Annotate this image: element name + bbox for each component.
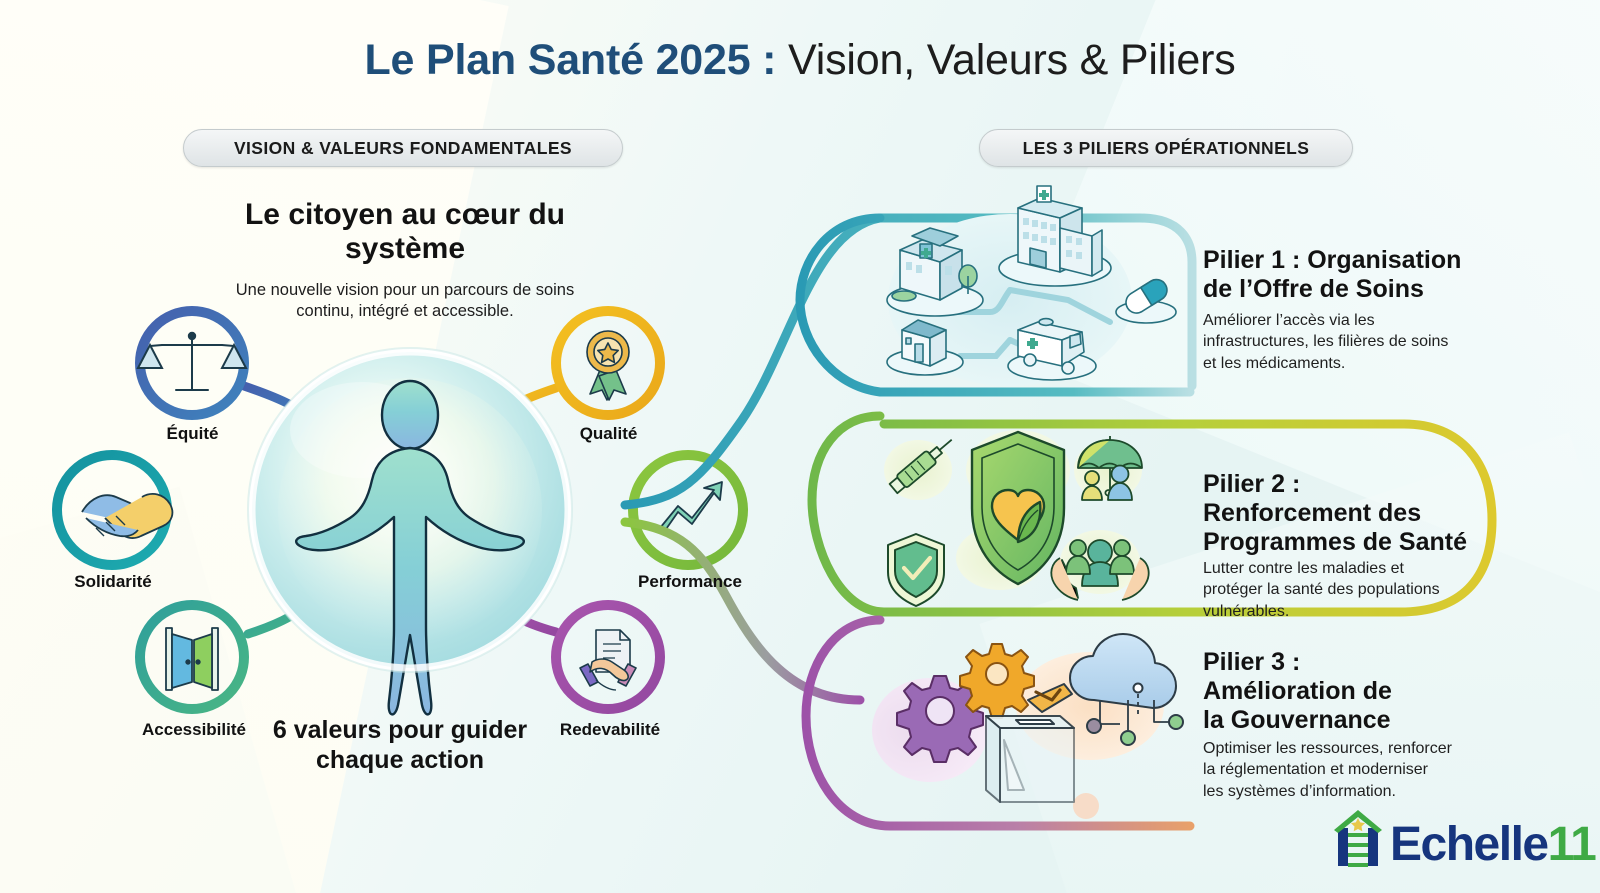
value-label-solidarite: Solidarité [74,572,152,591]
open-doors-icon [165,627,219,691]
scales-balance-icon [136,331,248,391]
section-chip-vision: VISION & VALEURS FONDAMENTALES [183,129,623,167]
ladder-star-icon [1334,810,1382,867]
value-label-performance: Performance [638,572,742,591]
brand-logo[interactable]: Echelle11 [1328,806,1597,869]
vision-subtitle: Une nouvelle vision pour un parcours de … [235,281,575,321]
section-chip-pillars-label: LES 3 PILIERS OPÉRATIONNELS [1022,137,1310,158]
gears-ballotbox-cloud-illustration [872,633,1184,819]
section-chip-vision-label: VISION & VALEURS FONDAMENTALES [233,137,573,158]
page-title-plain: Vision, Valeurs & Piliers [776,36,1236,84]
page-title-accent: Le Plan Santé 2025 : [364,36,777,84]
pillar-2-title: Pilier 2 : Renforcement des Programmes d… [1203,470,1467,556]
value-label-redevabilite: Redevabilité [559,720,661,739]
shield-heart-prevention-illustration [884,430,1150,607]
pillar-3-description: Optimiser les ressources, renforcer la r… [1203,740,1452,800]
vision-footer-text: 6 valeurs pour guider chaque action [272,716,528,774]
pillar-3-title: Pilier 3 : Amélioration de la Gouvernanc… [1203,648,1392,734]
center-orb-illustration [247,347,573,716]
section-chip-pillars: LES 3 PILIERS OPÉRATIONNELS [979,129,1353,167]
connector-pillar-2-loop [807,411,1497,617]
connector-pillar-1-loop [795,213,1195,397]
connector-pillar-3-loop [801,615,1195,831]
value-label-qualite: Qualité [579,424,638,443]
growth-arrow-icon [659,481,723,533]
page-title: Le Plan Santé 2025 : Vision, Valeurs & P… [0,36,1600,85]
handshake-icon [81,493,174,539]
pillar-2-description: Lutter contre les maladies et protéger l… [1203,560,1440,620]
pillar-1-title: Pilier 1 : Organisation de l’Offre de So… [1203,246,1462,303]
vision-heading: Le citoyen au cœur du système [244,198,566,266]
health-facilities-network-illustration [886,185,1177,386]
brand-logo-text: Echelle11 [1390,821,1597,869]
pillar-1-description: Améliorer l’accès via les infrastructure… [1203,312,1449,372]
award-medal-icon [586,330,630,401]
brand-logo-suffix: 11 [1547,818,1597,872]
brand-logo-name: Echelle [1390,818,1549,872]
value-label-equite: Équité [166,424,219,443]
value-label-accessibilite: Accessibilité [142,720,246,739]
document-handshake-icon [579,629,637,691]
